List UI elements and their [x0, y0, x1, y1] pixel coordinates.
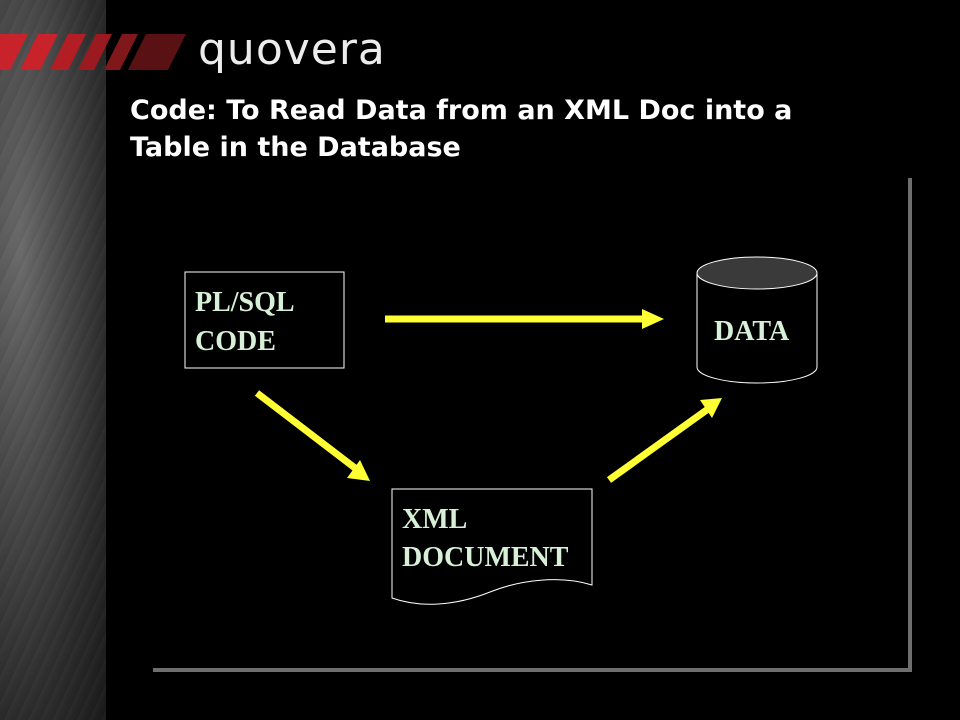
arrow-xml-to-data	[606, 398, 722, 483]
side-texture-overlay	[0, 0, 106, 720]
arrow-plsql-to-xml	[254, 390, 370, 481]
data-cylinder-label: DATA	[714, 316, 790, 347]
plsql-label-line1: PL/SQL	[195, 287, 295, 318]
plsql-code-box	[184, 271, 345, 369]
logo-wordmark: quovera	[198, 24, 386, 75]
side-texture-panel	[0, 0, 106, 720]
frame-right-edge	[908, 178, 912, 672]
slide-title: Code: To Read Data from an XML Doc into …	[130, 92, 930, 166]
arrow-plsql-to-data	[385, 309, 664, 329]
frame-bottom-edge	[153, 668, 912, 672]
slide-title-line1: Code: To Read Data from an XML Doc into …	[130, 95, 793, 126]
plsql-label-line2: CODE	[195, 326, 276, 357]
data-cylinder	[696, 256, 818, 384]
xml-label-line2: DOCUMENT	[402, 542, 569, 573]
xml-document-shape	[391, 488, 593, 605]
logo-area: quovera	[0, 0, 960, 90]
slide-title-line2: Table in the Database	[130, 132, 461, 163]
xml-label-line1: XML	[402, 504, 467, 535]
logo-stripes	[0, 34, 186, 70]
